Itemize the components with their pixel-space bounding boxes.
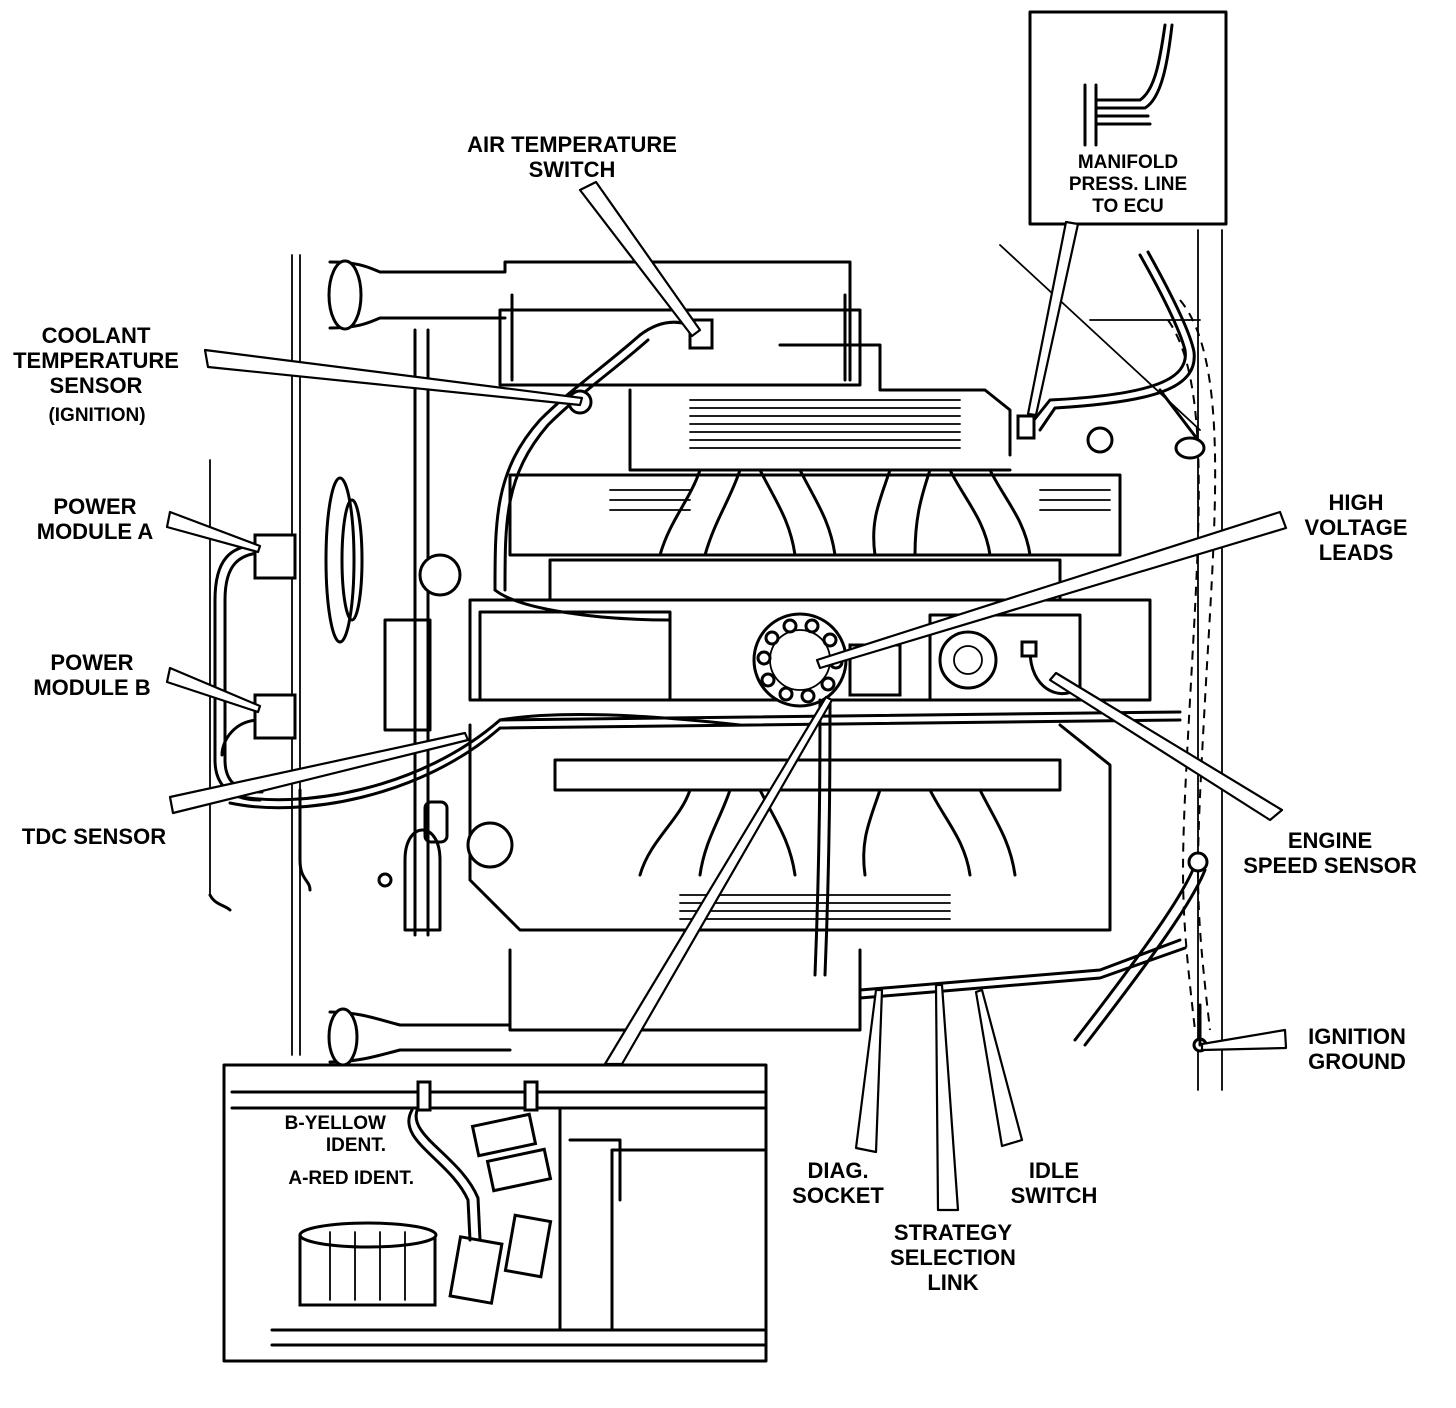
leader-coolant (203, 348, 584, 407)
power-module-harness (208, 459, 312, 912)
upper-runners (508, 468, 1122, 602)
leader-tdc (168, 731, 470, 815)
leader-air-temperature (578, 180, 702, 338)
label-b-yellow-ident: B-YELLOW IDENT. (284, 1113, 386, 1156)
label-tdc-sensor: TDC SENSOR (21, 824, 167, 849)
leader-manifold-press (1026, 220, 1080, 417)
distributor-cap-posts (756, 618, 844, 704)
label-high-voltage-leads: HIGH VOLTAGE LEADS (1304, 490, 1408, 565)
label-power-module-a: POWER MODULE A (36, 494, 154, 544)
leader-lines (165, 180, 1288, 1212)
leader-diag (854, 988, 884, 1154)
ignition-ground-strap (1073, 851, 1209, 1053)
engine-valley (468, 598, 1152, 708)
leader-engine-speed (1048, 671, 1284, 822)
label-diag-socket: DIAG. SOCKET (792, 1158, 884, 1208)
label-idle-switch: IDLE SWITCH (1010, 1158, 1098, 1208)
label-a-red-ident: A-RED IDENT. (288, 1168, 414, 1189)
lower-manifold (327, 723, 1187, 1067)
upper-plenum (327, 259, 1012, 472)
label-engine-speed-sensor: ENGINE SPEED SENSOR (1243, 828, 1417, 878)
upper-ribs (689, 399, 961, 449)
leader-strategy (934, 983, 960, 1212)
label-coolant-note: (IGNITION) (48, 405, 146, 426)
manifold-pressure-line (1016, 250, 1206, 460)
chassis-rails (291, 229, 1223, 1091)
leader-power-module-a (165, 510, 262, 554)
label-air-temperature-switch: AIR TEMPERATURE SWITCH (467, 132, 677, 182)
leader-idle (974, 988, 1024, 1148)
label-ignition-ground: IGNITION GROUND (1308, 1024, 1406, 1074)
label-coolant-temperature-sensor: COOLANT TEMPERATURE SENSOR (13, 323, 179, 398)
label-manifold-press-line: MANIFOLD PRESS. LINE TO ECU (1068, 152, 1188, 217)
label-power-module-b: POWER MODULE B (33, 650, 151, 700)
leader-power-module-b (165, 666, 262, 714)
distributor-inset (222, 1063, 768, 1363)
manifold-inset (1028, 10, 1228, 226)
label-strategy-selection-link: STRATEGY SELECTION LINK (890, 1220, 1016, 1295)
leader-high-voltage (815, 510, 1288, 670)
leader-ignition-ground (1200, 1028, 1288, 1052)
lower-ribs (679, 894, 951, 920)
front-pulleys (324, 328, 462, 937)
leader-inset-distributor (603, 695, 834, 1066)
